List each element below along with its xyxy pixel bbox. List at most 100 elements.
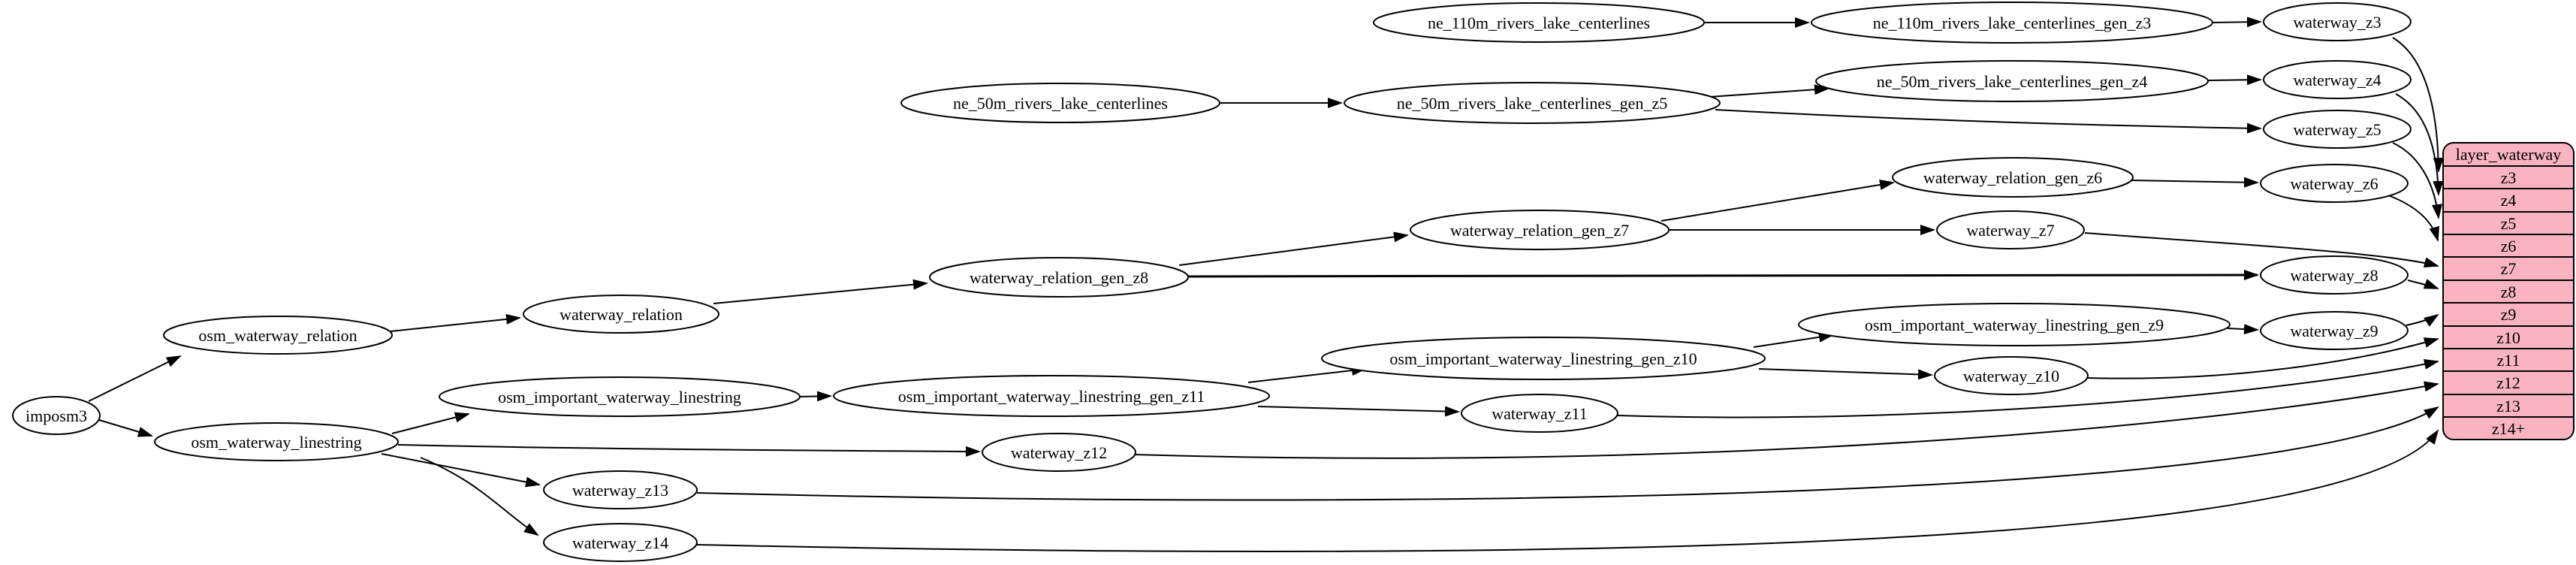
edge-waterway_relation-gen_z8 <box>713 279 928 304</box>
node-waterway_relation_gen_z7: waterway_relation_gen_z7 <box>1410 210 1670 250</box>
edge-gen_z11-waterway_z11 <box>1257 406 1460 417</box>
node-ne_110m_rivers_lake_centerlines_gen_z3-label: ne_110m_rivers_lake_centerlines_gen_z3 <box>1873 14 2152 32</box>
edge-waterway_z6-row_z6 <box>2387 195 2440 242</box>
node-waterway_z8-label: waterway_z8 <box>2290 266 2378 285</box>
edge-gen_z5-waterway_z5 <box>1715 109 2262 134</box>
node-osm_important_waterway_linestring_gen_z10-label: osm_important_waterway_linestring_gen_z1… <box>1389 349 1697 368</box>
node-waterway_relation_gen_z7-label: waterway_relation_gen_z7 <box>1450 221 1629 240</box>
node-osm_waterway_linestring: osm_waterway_linestring <box>154 422 399 461</box>
node-ne_50m_rivers_lake_centerlines_gen_z4: ne_50m_rivers_lake_centerlines_gen_z4 <box>1815 60 2209 102</box>
node-waterway_z11: waterway_z11 <box>1461 394 1618 433</box>
table-row-z5: z5 <box>2501 214 2517 233</box>
node-osm_important_waterway_linestring_gen_z9: osm_important_waterway_linestring_gen_z9 <box>1798 303 2231 346</box>
edge-osm_waterway_linestring-waterway_z14 <box>420 457 539 536</box>
edge-gen_z8-gen_z7 <box>1178 231 1409 266</box>
node-ne_110m_rivers_lake_centerlines-label: ne_110m_rivers_lake_centerlines <box>1428 14 1650 32</box>
edge-waterway_z7-row_z7 <box>2084 232 2439 268</box>
edge-waterway_z12-row_z12 <box>1135 381 2439 459</box>
node-waterway_z4-label: waterway_z4 <box>2293 71 2381 89</box>
node-waterway_z5-label: waterway_z5 <box>2293 120 2381 139</box>
node-waterway_relation_gen_z6-label: waterway_relation_gen_z6 <box>1923 168 2102 187</box>
node-ne_50m_rivers_lake_centerlines-label: ne_50m_rivers_lake_centerlines <box>953 94 1168 113</box>
node-waterway_z5: waterway_z5 <box>2263 110 2412 149</box>
node-waterway_z10-label: waterway_z10 <box>1963 367 2059 385</box>
node-waterway_relation_gen_z8: waterway_relation_gen_z8 <box>929 257 1189 298</box>
node-waterway_z14-label: waterway_z14 <box>572 533 668 552</box>
node-waterway_z7: waterway_z7 <box>1936 210 2085 249</box>
node-osm_important_waterway_linestring_gen_z9-label: osm_important_waterway_linestring_gen_z9 <box>1865 316 2164 334</box>
node-waterway_relation_gen_z8-label: waterway_relation_gen_z8 <box>970 268 1148 287</box>
edge-waterway_z3-row_z3 <box>2392 37 2444 173</box>
node-waterway_relation_gen_z6: waterway_relation_gen_z6 <box>1892 157 2134 198</box>
edges <box>88 17 2444 552</box>
edge-gen_z5-gen_z4 <box>1709 84 1829 98</box>
edge-gen_z3-waterway_z3 <box>2212 17 2262 28</box>
edge-gen_z10-waterway_z10 <box>1758 368 1933 380</box>
edge-osm_waterway_linestring-osm_important <box>391 412 470 434</box>
node-imposm3-label: imposm3 <box>26 406 87 425</box>
table-row-z6: z6 <box>2501 237 2517 255</box>
node-ne_50m_rivers_lake_centerlines_gen_z5: ne_50m_rivers_lake_centerlines_gen_z5 <box>1344 82 1721 124</box>
node-waterway_z6: waterway_z6 <box>2260 164 2409 203</box>
edge-waterway_z11-row_z11 <box>1617 358 2439 418</box>
edge-osm_waterway_linestring-waterway_z13 <box>381 453 541 488</box>
edge-gen_z10-gen_z9 <box>1753 331 1834 348</box>
node-osm_important_waterway_linestring_gen_z11: osm_important_waterway_linestring_gen_z1… <box>833 375 1270 417</box>
node-waterway_relation: waterway_relation <box>523 295 719 334</box>
node-waterway_relation-label: waterway_relation <box>560 305 683 324</box>
table-title: layer_waterway <box>2456 145 2561 164</box>
table-row-z14plus: z14+ <box>2492 419 2525 438</box>
edge-osm_waterway_relation-waterway_relation <box>390 313 521 332</box>
edge-imposm3-osm_waterway_linestring <box>98 419 153 437</box>
node-waterway_z11-label: waterway_z11 <box>1492 404 1587 423</box>
node-waterway_z3-label: waterway_z3 <box>2293 13 2381 32</box>
edge-gen_z6-waterway_z6 <box>2131 177 2259 188</box>
table-row-z9: z9 <box>2501 305 2517 324</box>
table-row-z4: z4 <box>2501 191 2517 210</box>
nodes: imposm3 osm_waterway_relation osm_waterw… <box>12 2 2412 562</box>
edge-imposm3-osm_waterway_relation <box>88 355 182 402</box>
edge-gen_z9-waterway_z9 <box>2227 324 2259 335</box>
edge-gen_z11-gen_z10 <box>1247 365 1367 383</box>
table-row-z3: z3 <box>2501 168 2517 187</box>
node-waterway_z14: waterway_z14 <box>543 523 698 562</box>
node-ne_50m_rivers_lake_centerlines_gen_z4-label: ne_50m_rivers_lake_centerlines_gen_z4 <box>1877 72 2147 91</box>
node-ne_110m_rivers_lake_centerlines_gen_z3: ne_110m_rivers_lake_centerlines_gen_z3 <box>1811 2 2213 44</box>
edge-waterway_z10-row_z10 <box>2087 337 2439 379</box>
table-layer_waterway: layer_waterway z3 z4 z5 z6 z7 z8 z9 z10 … <box>2442 142 2574 440</box>
node-osm_waterway_relation-label: osm_waterway_relation <box>198 326 357 345</box>
edge-gen_z7-gen_z6 <box>1661 180 1895 222</box>
edge-gen_z8-waterway_z8 <box>1187 270 2259 281</box>
node-osm_waterway_relation: osm_waterway_relation <box>163 316 393 355</box>
node-waterway_z3: waterway_z3 <box>2263 2 2412 41</box>
node-ne_110m_rivers_lake_centerlines: ne_110m_rivers_lake_centerlines <box>1373 2 1705 43</box>
edge-waterway_z13-row_z13 <box>696 406 2439 501</box>
node-waterway_z13-label: waterway_z13 <box>572 481 668 500</box>
table-row-z10: z10 <box>2496 328 2520 347</box>
table-row-z13: z13 <box>2496 397 2520 415</box>
table-row-z12: z12 <box>2496 373 2520 392</box>
edge-waterway_z9-row_z9 <box>2406 313 2439 327</box>
node-waterway_z9: waterway_z9 <box>2260 311 2409 350</box>
table-row-z8: z8 <box>2501 282 2517 301</box>
node-waterway_z9-label: waterway_z9 <box>2290 322 2378 340</box>
node-waterway_z12-label: waterway_z12 <box>1011 443 1107 462</box>
table-row-z7: z7 <box>2501 259 2517 278</box>
node-waterway_z7-label: waterway_z7 <box>1966 221 2054 240</box>
node-osm_important_waterway_linestring_gen_z11-label: osm_important_waterway_linestring_gen_z1… <box>898 387 1205 406</box>
edge-osm_important-gen_z11 <box>799 391 832 402</box>
node-waterway_z8: waterway_z8 <box>2260 255 2409 295</box>
edge-waterway_z8-row_z8 <box>2407 279 2439 289</box>
node-waterway_z13: waterway_z13 <box>543 470 698 509</box>
node-osm_waterway_linestring-label: osm_waterway_linestring <box>191 433 361 452</box>
edge-osm_waterway_linestring-waterway_z12 <box>397 444 981 457</box>
node-ne_50m_rivers_lake_centerlines: ne_50m_rivers_lake_centerlines <box>900 83 1220 123</box>
edge-waterway_z4-row_z4 <box>2395 93 2444 196</box>
edge-waterway_z5-row_z5 <box>2392 142 2442 219</box>
edge-waterway_z14-row_z14plus <box>696 429 2439 552</box>
node-osm_important_waterway_linestring: osm_important_waterway_linestring <box>439 376 801 417</box>
table-row-z11: z11 <box>2497 351 2520 370</box>
node-osm_important_waterway_linestring_gen_z10: osm_important_waterway_linestring_gen_z1… <box>1321 337 1766 380</box>
